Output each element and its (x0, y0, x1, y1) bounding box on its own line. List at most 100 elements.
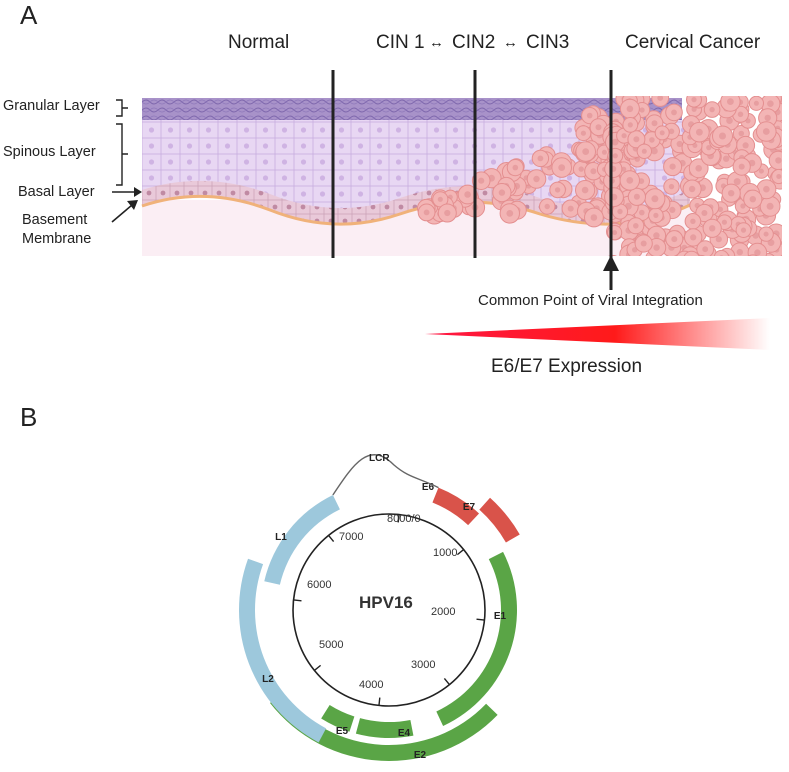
gene-label-e1: E1 (494, 611, 507, 622)
tumor-cell-nucleus (753, 100, 759, 106)
tumor-cell-nucleus (633, 136, 640, 143)
tumor-cell-nucleus (690, 234, 697, 241)
gene-arc-e6 (432, 487, 480, 526)
gene-label-l2: L2 (262, 674, 274, 685)
tumor-cell-nucleus (763, 185, 770, 193)
tumor-cell-nucleus (639, 107, 645, 113)
gene-arc-l1 (264, 494, 340, 585)
tumor-cell-nucleus (767, 100, 774, 107)
expression-label: E6/E7 Expression (491, 356, 643, 377)
integration-label: Common Point of Viral Integration (478, 292, 703, 309)
tumor-cell-nucleus (612, 153, 618, 159)
tumor-cell-nucleus (649, 137, 655, 143)
tumor-cell-nucleus (669, 206, 676, 213)
tick-mark (443, 677, 450, 686)
tumor-cell (748, 254, 758, 256)
stage-normal-label: Normal (228, 32, 290, 53)
tumor-cell-nucleus (742, 142, 749, 149)
lcr-line (332, 454, 439, 496)
gene-arc-e4 (355, 718, 414, 738)
tumor-cell (683, 250, 700, 256)
tumor-cell-nucleus (691, 106, 697, 112)
basal-layer-label: Basal Layer (18, 184, 95, 200)
tumor-cell-nucleus (651, 255, 656, 256)
tumor-cell (725, 257, 739, 271)
gene-label-e2: E2 (414, 750, 427, 761)
tumor-cell-nucleus (738, 163, 745, 170)
tumor-cell-nucleus (586, 112, 593, 119)
tumor-cell-nucleus (617, 208, 623, 215)
tumor-cell-nucleus (582, 148, 590, 156)
spinous-layer-label: Spinous Layer (3, 144, 96, 160)
tumor-cell-nucleus (632, 247, 638, 253)
tumor-cell-nucleus (544, 203, 550, 210)
tumor-cell-nucleus (558, 164, 566, 172)
gene-label-e4: E4 (398, 728, 411, 739)
tumor-cell-nucleus (581, 186, 589, 194)
tumor-cell-nucleus (612, 230, 618, 236)
stage-cin3-label: CIN3 (526, 32, 570, 53)
tick-mark (397, 514, 400, 523)
tumor-cell-nucleus (668, 128, 675, 135)
gene-arc-l2 (238, 558, 327, 743)
tumor-cell-nucleus (689, 256, 695, 262)
basal-arrow-head (134, 187, 142, 197)
tumor-cell-nucleus (737, 111, 744, 118)
tumor-cell-nucleus (689, 255, 695, 256)
tumor-cell-nucleus (752, 257, 758, 263)
stage-cin2-label: CIN2 (452, 32, 496, 53)
tumor-cell-nucleus (775, 157, 782, 164)
tumor-cell-nucleus (743, 264, 748, 269)
tumor-cell-nucleus (727, 98, 734, 105)
tumor-cell-nucleus (633, 223, 639, 229)
tumor-cell-nucleus (709, 106, 715, 113)
granular-bracket (116, 99, 128, 117)
tumor-cell-nucleus (567, 205, 574, 212)
tumor-cell-nucleus (537, 155, 544, 162)
tumor-cell-nucleus (621, 133, 627, 139)
tick-mark (476, 618, 485, 621)
tumor-cell-nucleus (640, 240, 647, 247)
tumor-cell-nucleus (709, 225, 716, 232)
tumor-cell-nucleus (626, 105, 634, 113)
tumor-cell-nucleus (691, 97, 697, 103)
tumor-cell-nucleus (690, 218, 696, 224)
tumor-cell-nucleus (578, 166, 584, 172)
tumor-cells (417, 96, 782, 271)
tick-label: 7000 (339, 531, 363, 543)
tumor-cell-nucleus (671, 236, 678, 243)
tumor-cell-nucleus (702, 246, 709, 253)
tumor-cell-nucleus (696, 263, 701, 268)
tumor-cell-nucleus (611, 138, 619, 146)
tick-label: 1000 (433, 547, 457, 559)
tumor-cell-nucleus (657, 96, 664, 101)
tick-label: 6000 (307, 579, 331, 591)
stage-cancer-label: Cervical Cancer (625, 32, 761, 53)
tumor-cell-nucleus (695, 165, 702, 172)
tumor-cell-nucleus (728, 190, 735, 197)
tumor-cell-nucleus (651, 147, 658, 155)
gene-arc-e2 (270, 693, 498, 761)
tumor-cell-nucleus (763, 231, 769, 237)
tumor-cell-nucleus (719, 132, 726, 140)
basement-label-line2: Membrane (22, 231, 92, 247)
tick-label: 2000 (431, 606, 455, 618)
tumor-cell-nucleus (701, 210, 708, 216)
gene-arc-e1 (436, 551, 517, 727)
tumor-cell-nucleus (764, 114, 771, 122)
tumor-cell-nucleus (653, 244, 660, 251)
tick-label: 4000 (359, 679, 383, 691)
gene-label-l1: L1 (275, 532, 287, 543)
basement-label-line1: Basement (22, 212, 88, 228)
gene-arc-e5 (321, 704, 355, 732)
tumor-cell-nucleus (601, 149, 607, 155)
tumor-cell-nucleus (633, 193, 640, 200)
tumor-cell (651, 96, 670, 107)
tumor-cell-nucleus (738, 130, 745, 137)
tumor-cell-nucleus (740, 203, 746, 209)
tick-label: 8000/0 (387, 513, 421, 525)
tumor-cell-nucleus (651, 120, 658, 127)
gene-label-e6: E6 (422, 482, 435, 493)
